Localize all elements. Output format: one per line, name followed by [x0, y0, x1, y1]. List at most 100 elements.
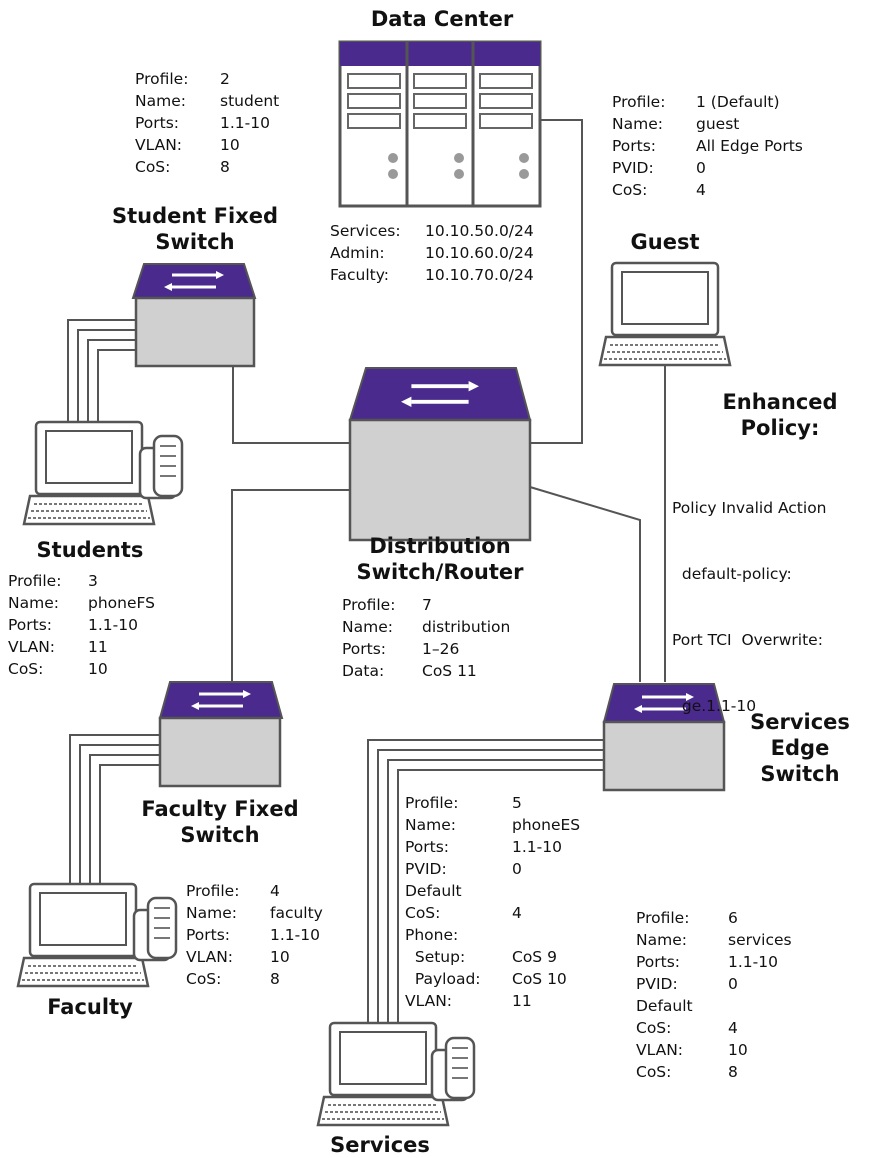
field-label: PVID:	[612, 159, 654, 177]
field-value: CoS 10	[512, 970, 567, 988]
field-label: Name:	[405, 816, 456, 834]
field-value: 10	[270, 948, 290, 966]
enhanced-policy-title-line1: Enhanced	[722, 390, 838, 414]
services-row: CoS:8	[636, 1061, 792, 1083]
field-value: 1–26	[422, 640, 460, 658]
students-laptop	[22, 420, 156, 526]
phoneFS-row: Profile:3	[8, 570, 155, 592]
field-value: 1.1-10	[270, 926, 320, 944]
field-value: 10.10.60.0/24	[425, 244, 534, 262]
distribution-row: Profile:7	[342, 594, 510, 616]
services-laptop	[316, 1021, 450, 1127]
services-edge-title: Services Edge Switch	[735, 709, 865, 787]
faculty-row: Profile:4	[186, 880, 323, 902]
phoneES-row: Payload: CoS 10	[405, 968, 580, 990]
field-label: PVID:	[636, 975, 678, 993]
students-phone	[138, 434, 184, 500]
field-label: VLAN:	[405, 992, 453, 1010]
link-services-laptop-1	[367, 739, 604, 1023]
field-label: Payload:	[405, 970, 481, 988]
connection-lines	[67, 119, 666, 1023]
services-row: Profile:6	[636, 907, 792, 929]
subnets-row: Services:10.10.50.0/24	[330, 220, 534, 242]
field-value: 11	[512, 992, 532, 1010]
distribution-row: Data:CoS 11	[342, 660, 510, 682]
faculty-row: Name:faculty	[186, 902, 323, 924]
field-label: VLAN:	[135, 136, 183, 154]
field-label: Profile:	[135, 70, 189, 88]
field-value: 4	[728, 1019, 738, 1037]
phoneES-row: VLAN: 11	[405, 990, 580, 1012]
field-label: VLAN:	[636, 1041, 684, 1059]
field-value: 4	[270, 882, 280, 900]
faculty-fixed-switch	[158, 681, 284, 788]
field-value: 10	[728, 1041, 748, 1059]
field-value: 1.1-10	[728, 953, 778, 971]
field-value: 1.1-10	[512, 838, 562, 856]
field-label: Profile:	[405, 794, 459, 812]
distribution-row: Ports:1–26	[342, 638, 510, 660]
field-label: Admin:	[330, 244, 385, 262]
field-value: faculty	[270, 904, 323, 922]
services-edge-switch	[602, 683, 726, 792]
field-label: Ports:	[186, 926, 231, 944]
field-value: 0	[728, 975, 738, 993]
field-label: CoS:	[636, 1063, 672, 1081]
field-value: 3	[88, 572, 98, 590]
phoneFS-row: Name:phoneFS	[8, 592, 155, 614]
enhanced-policy-details: Policy Invalid Action default-policy: Po…	[672, 453, 827, 739]
field-label: Faculty:	[330, 266, 389, 284]
field-value: 1.1-10	[88, 616, 138, 634]
field-label: Ports:	[636, 953, 681, 971]
services-phone	[430, 1036, 476, 1102]
phoneES-row: Setup:CoS 9	[405, 946, 580, 968]
students-title: Students	[36, 538, 144, 562]
field-value: 0	[512, 860, 522, 878]
distribution-row: Name:distribution	[342, 616, 510, 638]
student-row: Profile: 2	[135, 68, 279, 90]
link-faculty-laptop-4	[99, 764, 160, 884]
faculty-switch-title-line2: Switch	[180, 823, 260, 847]
link-services-laptop-4	[397, 769, 604, 1023]
link-faculty-laptop-1	[69, 734, 160, 884]
field-value: student	[220, 92, 280, 110]
faculty-row: VLAN:10	[186, 946, 323, 968]
phoneFS-row: VLAN:11	[8, 636, 155, 658]
field-value: 6	[728, 909, 738, 927]
phoneES-row: Phone:	[405, 924, 580, 946]
link-student-distribution	[232, 365, 350, 444]
services-edge-title-line3: Switch	[760, 762, 840, 786]
guest-laptop	[598, 261, 732, 367]
guest-row: CoS: 4	[612, 179, 803, 201]
enhanced-policy-line-1: Policy Invalid Action	[672, 499, 827, 517]
faculty-row: Ports: 1.1-10	[186, 924, 323, 946]
link-student-laptop-4	[97, 349, 136, 422]
field-value: 10	[88, 660, 108, 678]
field-label: Name:	[135, 92, 186, 110]
guest-row: PVID:0	[612, 157, 803, 179]
field-label: Profile:	[612, 93, 666, 111]
field-value: 10.10.70.0/24	[425, 266, 534, 284]
field-label: CoS:	[612, 181, 648, 199]
phoneES-row: CoS:4	[405, 902, 580, 924]
link-faculty-laptop-3	[89, 754, 160, 884]
services-edge-title-line2: Edge	[770, 736, 830, 760]
student-row: CoS:8	[135, 156, 279, 178]
guest-row: Profile:1 (Default)	[612, 91, 803, 113]
field-value: 1.1-10	[220, 114, 270, 132]
field-value: 2	[220, 70, 230, 88]
phoneES-row: Ports:1.1-10	[405, 836, 580, 858]
services-title: Services	[330, 1133, 430, 1157]
field-label: VLAN:	[8, 638, 56, 656]
field-value: 4	[696, 181, 706, 199]
distribution-title-line2: Switch/Router	[356, 560, 524, 584]
field-label: PVID:	[405, 860, 447, 878]
field-value: phoneES	[512, 816, 581, 834]
faculty-switch-title-line1: Faculty Fixed	[141, 797, 299, 821]
